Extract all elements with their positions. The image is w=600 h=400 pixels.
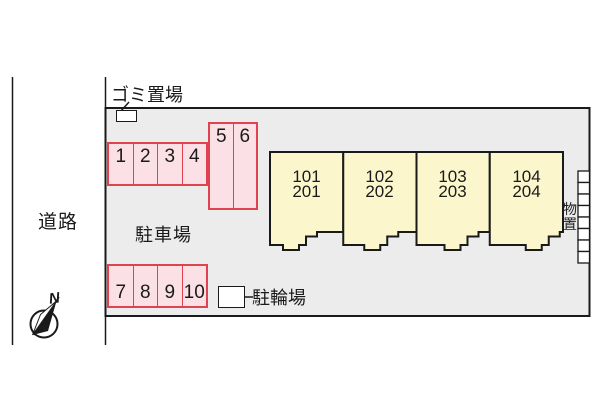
storage-cell — [577, 204, 591, 218]
unit-number-second-floor: 203 — [438, 181, 467, 201]
unit-number-second-floor: 204 — [512, 181, 541, 201]
storage-cell — [577, 227, 591, 241]
parking-space-10: 10 — [181, 266, 207, 306]
parking-space-5: 5 — [210, 124, 233, 208]
unit-number-first-floor: 103 — [438, 167, 467, 186]
parking-space-number: 8 — [139, 282, 151, 303]
parking-space-number: 5 — [215, 126, 227, 147]
parking-space-number: 1 — [115, 146, 127, 167]
parking-block-1-4: 1 2 3 4 — [107, 142, 208, 186]
parking-space-9: 9 — [157, 266, 182, 306]
parking-space-3: 3 — [157, 144, 182, 184]
parking-space-1: 1 — [109, 144, 133, 184]
parking-block-7-10: 7 8 9 10 — [107, 264, 208, 308]
garbage-box-marker — [116, 110, 137, 122]
unit-label-103-203: 103 203 — [416, 167, 489, 201]
parking-space-number: 6 — [239, 126, 251, 147]
storage-lockers — [577, 170, 591, 264]
storage-cell — [577, 239, 591, 253]
parking-space-7: 7 — [109, 266, 133, 306]
storage-cell — [577, 181, 591, 195]
storage-label: 物置 — [563, 201, 577, 232]
garbage-leader-line — [120, 101, 130, 112]
parking-space-number: 3 — [164, 146, 176, 167]
storage-cell — [577, 170, 591, 184]
unit-label-104-204: 104 204 — [490, 167, 563, 201]
parking-space-number: 10 — [183, 282, 205, 303]
compass-icon — [29, 296, 60, 339]
parking-space-4: 4 — [181, 144, 207, 184]
parking-space-2: 2 — [132, 144, 158, 184]
parking-lot-label: 駐車場 — [135, 225, 192, 245]
storage-cell — [577, 193, 591, 207]
unit-number-second-floor: 201 — [292, 181, 321, 201]
unit-number-first-floor: 102 — [365, 167, 394, 186]
unit-label-101-201: 101 201 — [270, 167, 343, 201]
parking-space-8: 8 — [132, 266, 158, 306]
unit-number-first-floor: 104 — [512, 167, 541, 186]
unit-label-102-202: 102 202 — [343, 167, 416, 201]
parking-space-6: 6 — [232, 124, 257, 208]
parking-space-number: 2 — [139, 146, 151, 167]
garbage-area-label: ゴミ置場 — [111, 85, 183, 105]
compass-needle-black — [32, 301, 57, 335]
building-unit-104 — [488, 151, 564, 251]
bicycle-area-label: 駐輪場 — [252, 288, 306, 308]
unit-number-second-floor: 202 — [365, 181, 394, 201]
storage-cell — [577, 216, 591, 230]
bicycle-box-marker — [218, 286, 245, 308]
unit-number-first-floor: 101 — [292, 167, 321, 186]
storage-cell — [577, 250, 591, 264]
compass-north-label: N — [47, 289, 61, 308]
building-outline — [269, 151, 564, 251]
road-label: 道路 — [38, 212, 79, 233]
parking-space-number: 7 — [115, 282, 127, 303]
parking-space-number: 9 — [164, 282, 176, 303]
parking-block-5-6: 5 6 — [208, 122, 258, 210]
parking-space-number: 4 — [188, 146, 200, 167]
